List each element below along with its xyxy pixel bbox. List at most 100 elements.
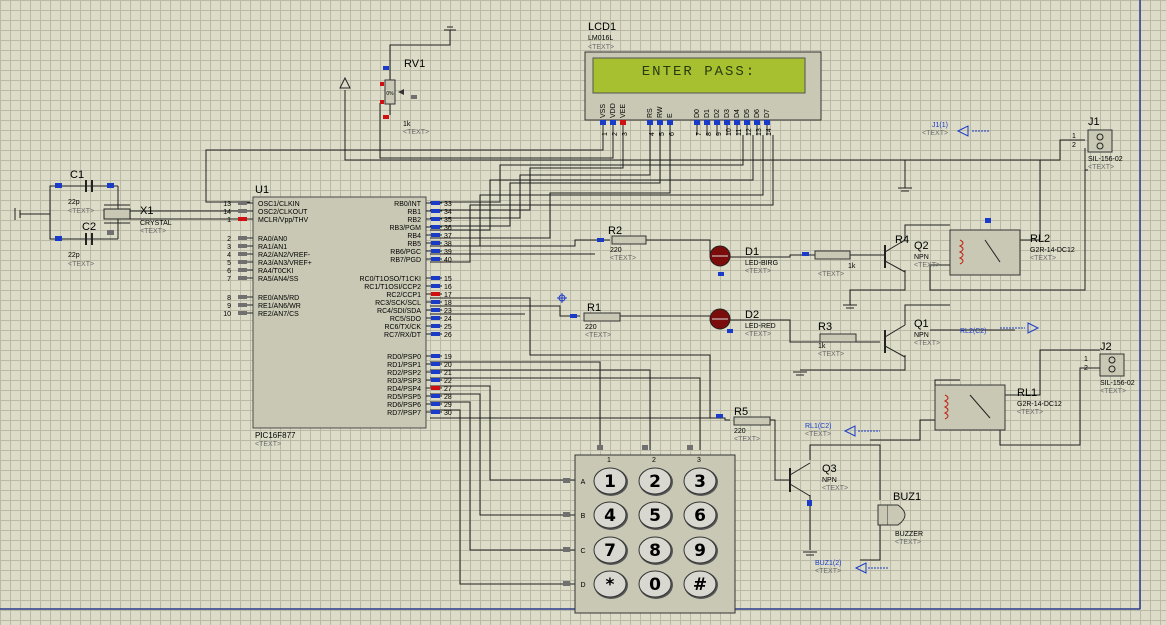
keypad-key[interactable]: *	[593, 570, 628, 599]
capacitor-c1[interactable]: C1 22p <TEXT>	[55, 169, 114, 215]
terminal-j1[interactable]: J1(1) <TEXT>	[922, 122, 990, 137]
lcd-module[interactable]: LCD1 LM016L <TEXT> ENTER PASS: VSS1VDD2V…	[584, 21, 822, 136]
lcd-pin-indicator	[744, 120, 750, 125]
lcd-pin-number: 2	[612, 132, 619, 136]
u1-pin-number: 8	[227, 295, 231, 302]
lcd-pin-number: 6	[669, 132, 676, 136]
relay-rl1[interactable]: RL1 G2R-14-DC12 <TEXT>	[934, 384, 1062, 431]
keypad-row-pin	[563, 581, 570, 586]
terminal-rl1-label: RL1(C2)	[805, 423, 831, 430]
q1-text-ph: <TEXT>	[914, 340, 940, 347]
transistor-q3[interactable]: Q3 NPN <TEXT>	[789, 462, 848, 506]
lcd-ref: LCD1	[588, 21, 616, 33]
keypad-key[interactable]: 1	[593, 467, 628, 496]
u1-pin-number: 39	[444, 249, 452, 256]
keypad-key-cap	[593, 536, 627, 564]
keypad-key-label: 1	[604, 472, 616, 492]
keypad-key-label: 4	[604, 506, 616, 526]
buzzer-buz1[interactable]: BUZ1 BUZZER <TEXT>	[877, 491, 923, 546]
ground-symbol	[803, 551, 817, 556]
ground-symbol	[793, 371, 807, 376]
led-d2[interactable]: D2 LED-RED <TEXT>	[709, 308, 776, 338]
resistor-r4[interactable]: R4 1k <TEXT>	[802, 234, 909, 278]
u1-pin-number: 17	[444, 292, 452, 299]
c2-pin-indicator	[107, 230, 114, 235]
terminal-buz1[interactable]: BUZ1(2) <TEXT>	[815, 560, 888, 575]
u1-pin-indicator	[431, 402, 440, 406]
q3-value: NPN	[822, 477, 837, 484]
lcd-pin-number: 14	[766, 128, 773, 136]
lcd-pin-name: D3	[724, 109, 731, 118]
lcd-pin-name: RS	[647, 108, 654, 118]
led-d1[interactable]: D1 LED-BIRG <TEXT>	[709, 245, 778, 276]
r5-text-ph: <TEXT>	[734, 436, 760, 443]
buz1-value: BUZZER	[895, 531, 923, 538]
keypad-row-label: B	[581, 513, 586, 520]
u1-pin-number: 25	[444, 324, 452, 331]
keypad-key[interactable]: 0	[638, 570, 673, 599]
rl2-pin-indicator	[985, 218, 991, 223]
terminal-rl2[interactable]: RL2(C2)	[960, 322, 1040, 335]
keypad-key-cap	[593, 501, 627, 529]
u1-pin-number: 2	[227, 236, 231, 243]
connector-j1[interactable]: J1 1 2 SIL-156-02 <TEXT>	[1072, 116, 1123, 171]
rv1-pin-indicator	[383, 66, 389, 70]
keypad-key-label: 7	[604, 541, 616, 561]
transistor-q1[interactable]: Q1 NPN <TEXT>	[884, 318, 940, 358]
connector-j2[interactable]: J2 1 2 SIL-156-02 <TEXT>	[1084, 341, 1135, 395]
lcd-screen	[592, 57, 806, 94]
u1-pin-name: RA3/AN3/VREF+	[258, 260, 312, 267]
u1-pin-indicator	[431, 370, 440, 374]
resistor-r5[interactable]: R5 220 <TEXT>	[716, 406, 771, 443]
u1-pin-name: RD3/PSP3	[387, 378, 421, 385]
u1-pin-indicator	[431, 354, 440, 358]
keypad-key[interactable]: 5	[638, 501, 673, 530]
lcd-pin-number: 12	[746, 128, 753, 136]
keypad-key-cap	[638, 501, 672, 529]
keypad-key[interactable]: 2	[638, 467, 673, 496]
u1-pin-number: 36	[444, 225, 452, 232]
resistor-r3[interactable]: R3 1k <TEXT>	[818, 321, 857, 358]
resistor-r2[interactable]: R2 220 <TEXT>	[597, 225, 647, 262]
keypad-key-cap	[638, 467, 672, 495]
terminal-rl1[interactable]: RL1(C2) <TEXT>	[805, 423, 880, 438]
keypad-key-cap	[638, 570, 672, 598]
resistor-r1[interactable]: R1 220 <TEXT>	[570, 302, 621, 339]
keypad-col-label: 2	[652, 457, 656, 464]
keypad-key-cap	[683, 570, 717, 598]
r5-value: 220	[734, 428, 746, 435]
keypad-key-label: 0	[649, 575, 661, 595]
keypad-key[interactable]: 7	[593, 536, 628, 565]
u1-pin-name: RC3/SCK/SCL	[375, 300, 421, 307]
u1-pin-name: RC0/T1OSO/T1CKI	[360, 276, 422, 283]
u1-pin-indicator	[238, 252, 247, 256]
keypad-key[interactable]: 4	[593, 501, 628, 530]
rl1-body	[934, 384, 1006, 431]
relay-rl2[interactable]: RL2 G2R-14-DC12 <TEXT>	[949, 218, 1075, 276]
keypad-key-label: 5	[649, 506, 661, 526]
u1-pin-number: 40	[444, 257, 452, 264]
potentiometer-rv1[interactable]: RV1 0% 1k <TEXT>	[380, 58, 429, 136]
u1-pin-indicator	[431, 394, 440, 398]
capacitor-c2[interactable]: C2 22p <TEXT>	[55, 221, 114, 268]
crystal-x1[interactable]: X1 CRYSTAL <TEXT>	[103, 204, 172, 235]
transistor-q2[interactable]: Q2 NPN <TEXT>	[884, 239, 940, 273]
keypad-key[interactable]: 9	[683, 536, 718, 565]
keypad-key[interactable]: 8	[638, 536, 673, 565]
lcd-text-ph: <TEXT>	[588, 44, 614, 51]
r2-ref: R2	[608, 225, 622, 237]
u1-pin-name: RD2/PSP2	[387, 370, 421, 377]
keypad-key[interactable]: #	[683, 570, 718, 599]
keypad-key-cap	[638, 536, 672, 564]
keypad-key[interactable]: 3	[683, 467, 718, 496]
u1-pin-name: RC7/RX/DT	[384, 332, 422, 339]
u1-pin-indicator	[431, 209, 440, 213]
u1-pin-name: RB3/PGM	[389, 225, 421, 232]
keypad-key[interactable]: 6	[683, 501, 718, 530]
buz1-ref: BUZ1	[893, 491, 921, 503]
ground-symbol	[14, 208, 30, 220]
